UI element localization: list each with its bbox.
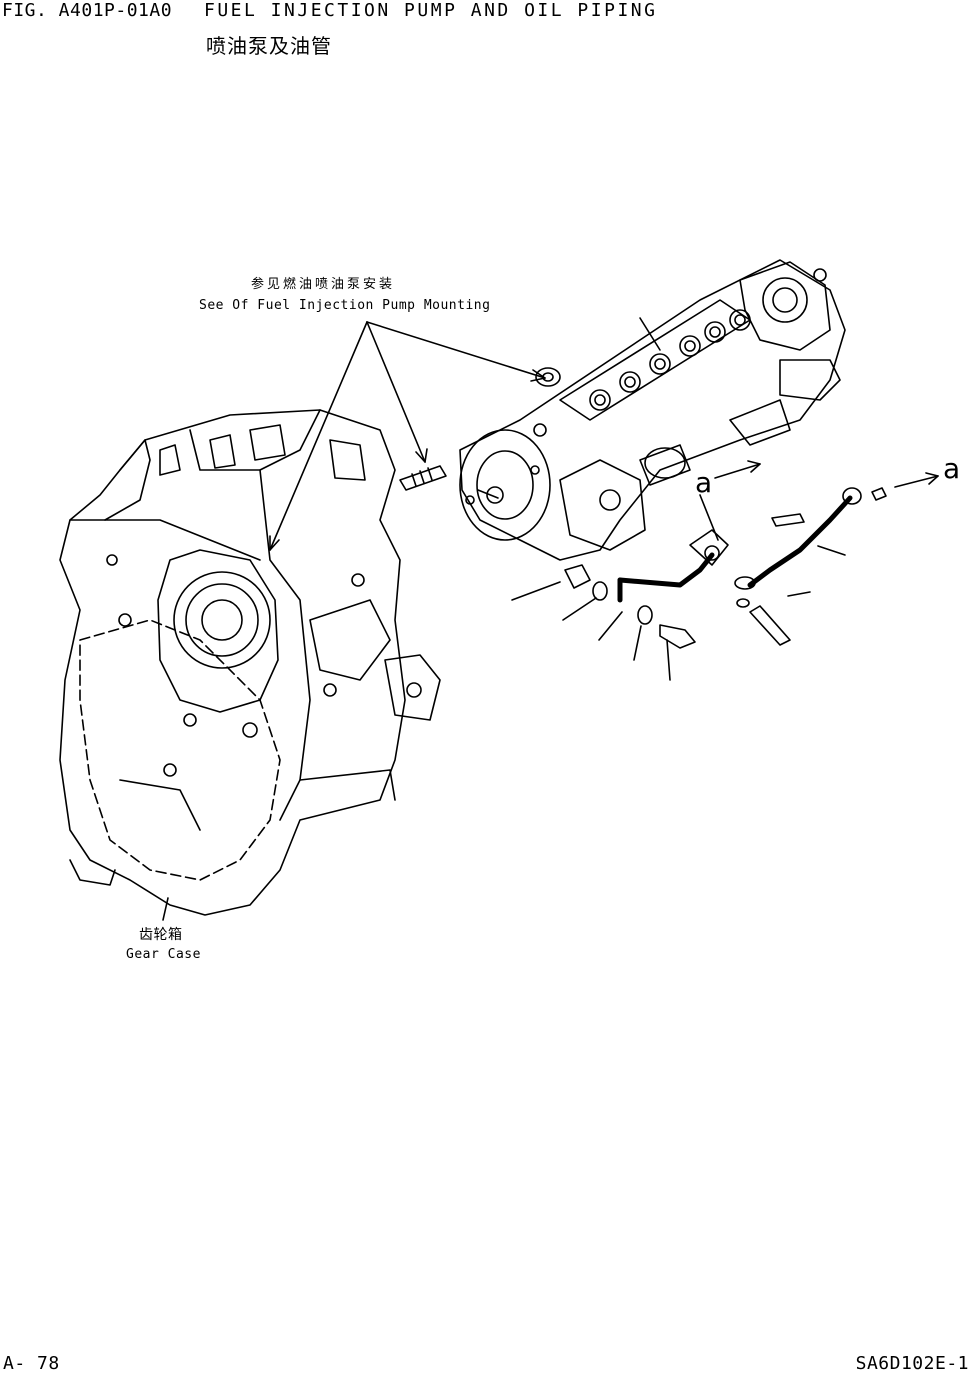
mounting-note: See Of Fuel Injection Pump Mounting [199, 298, 491, 313]
page-number: A- 78 [3, 1353, 60, 1374]
stud-bolt-drawing [399, 465, 447, 491]
gear-case-label: Gear Case [126, 947, 201, 962]
mounting-note-chinese: 参见燃油喷油泵安装 [251, 277, 396, 292]
document-code: SA6D102E-1 [855, 1353, 969, 1374]
reference-arrows [714, 460, 939, 488]
reference-mark-right: a [943, 452, 961, 485]
gear-case-leader [162, 897, 169, 921]
figure-id: FIG. A401P-01A0 [2, 0, 173, 21]
figure-title-chinese: 喷油泵及油管 [206, 34, 332, 58]
fuel-injection-pump-drawing [459, 259, 846, 561]
fittings-drawing [564, 564, 791, 649]
oil-pipe-drawing [617, 529, 729, 603]
mounting-callout-arrows [269, 321, 546, 551]
nut-drawing [535, 367, 561, 387]
oil-pipe-long-drawing [734, 487, 887, 590]
gear-case-drawing [59, 409, 441, 916]
reference-mark-left: a [695, 466, 713, 499]
part-leader-lines [511, 545, 846, 681]
gear-case-label-chinese: 齿轮箱 [139, 927, 183, 943]
figure-title: FUEL INJECTION PUMP AND OIL PIPING [204, 0, 658, 21]
